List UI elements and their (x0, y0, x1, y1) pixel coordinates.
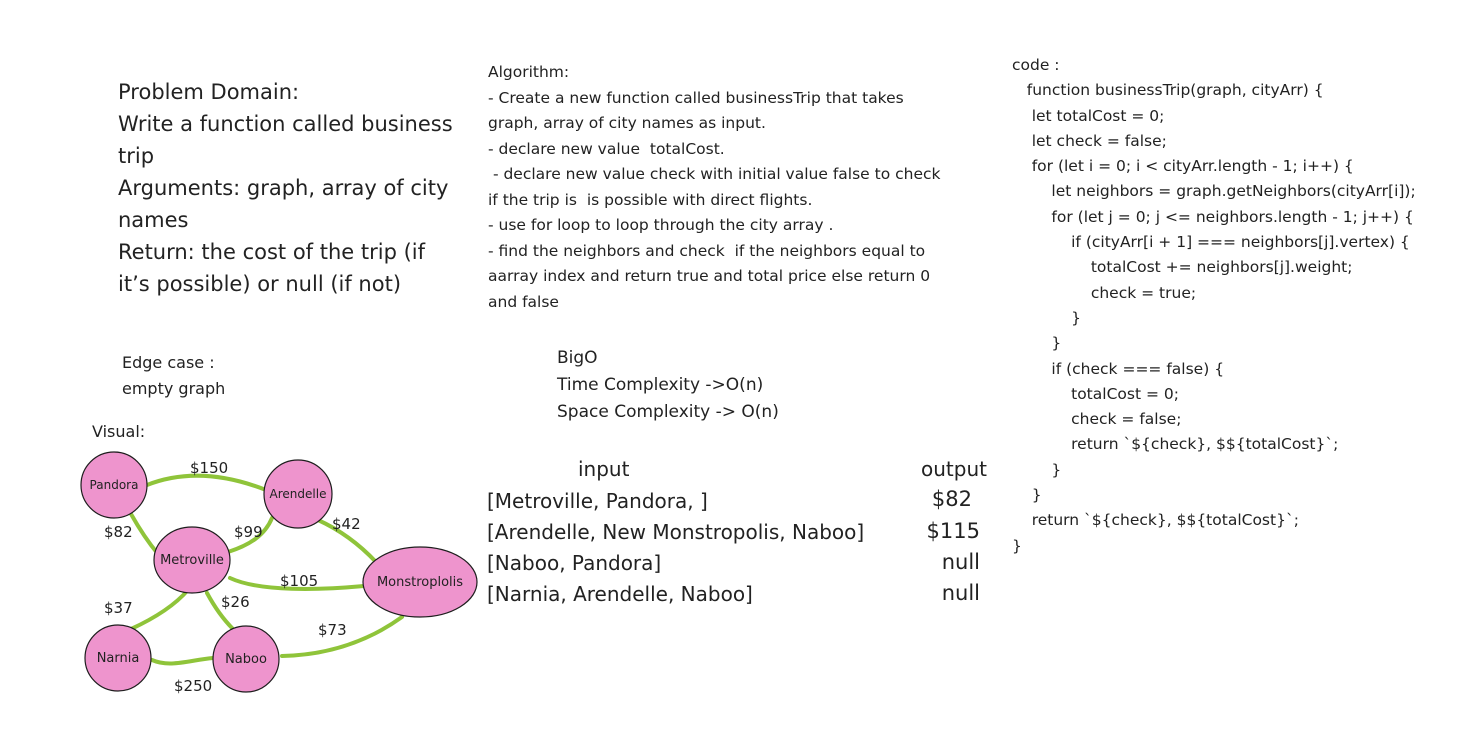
algorithm-line: - Create a new function called businessT… (488, 88, 904, 107)
edge-narnia-naboo (150, 656, 215, 666)
code-line: if (cityArr[i + 1] === neighbors[j].vert… (1012, 233, 1410, 252)
problem-domain-line: Problem Domain: (118, 80, 300, 104)
io-row-input: [Metroville, Pandora, ] (487, 489, 708, 513)
edge-arendelle-metroville (226, 516, 274, 554)
edge-weight-label: $42 (332, 515, 361, 533)
algorithm-line: - find the neighbors and check if the ne… (488, 241, 926, 260)
code-line: check = true; (1012, 283, 1197, 302)
problem-domain-line: trip (118, 144, 155, 168)
edge-metroville-naboo (205, 591, 235, 631)
io-row-input: [Narnia, Arendelle, Naboo] (487, 582, 753, 606)
code-line: for (let j = 0; j <= neighbors.length - … (1012, 207, 1414, 226)
algorithm-line: graph, array of city names as input. (488, 114, 766, 132)
output-header: output (921, 457, 987, 481)
problem-domain-line: names (118, 208, 189, 232)
problem-domain-line: it’s possible) or null (if not) (118, 272, 402, 296)
edge-weight-label: $26 (221, 593, 250, 611)
input-header: input (578, 457, 630, 481)
edge-weight-label: $250 (174, 677, 212, 695)
edge-case-section: Edge case : empty graph (122, 350, 225, 402)
problem-domain-line: Return: the cost of the trip (if (118, 240, 426, 264)
edge-case-value: empty graph (122, 379, 226, 398)
algorithm-section: Algorithm: - Create a new function calle… (488, 60, 993, 315)
node-label-pandora: Pandora (90, 478, 139, 492)
problem-domain-line: Arguments: graph, array of city (118, 176, 449, 200)
node-metroville (153, 526, 231, 594)
problem-domain: Problem Domain: Write a function called … (118, 76, 470, 300)
node-label-metroville: Metroville (160, 553, 224, 568)
code-line: totalCost = 0; (1012, 384, 1179, 403)
edge-case-title: Edge case : (122, 353, 215, 372)
node-label-monstroplolis: Monstroplolis (377, 575, 463, 590)
node-label-arendelle: Arendelle (270, 487, 327, 501)
node-pandora (80, 451, 148, 519)
algorithm-line: Algorithm: (488, 63, 570, 81)
code-line: } (1012, 334, 1062, 353)
code-line: totalCost += neighbors[j].weight; (1012, 258, 1353, 277)
algorithm-line: and false (488, 292, 559, 311)
edge-weight-label: $73 (318, 621, 347, 639)
algorithm-line: if the trip is is possible with direct f… (488, 190, 813, 209)
io-row-output: $115 (926, 519, 980, 543)
code-section: code : function businessTrip(graph, city… (1012, 53, 1474, 559)
edge-pandora-metroville (129, 512, 160, 556)
code-line: function businessTrip(graph, cityArr) { (1012, 81, 1324, 100)
code-line: code : (1012, 56, 1060, 74)
big-o-section: BigO Time Complexity ->O(n) Space Comple… (557, 345, 779, 426)
space-complexity: Space Complexity -> O(n) (557, 402, 779, 422)
code-line: } (1012, 536, 1022, 555)
code-line: let neighbors = graph.getNeighbors(cityA… (1012, 182, 1416, 201)
node-narnia (84, 624, 152, 692)
code-line: let totalCost = 0; (1012, 106, 1165, 125)
algorithm-line: - use for loop to loop through the city … (488, 216, 834, 234)
code-line: return `${check}, $${totalCost}`; (1012, 511, 1299, 530)
io-row-output: null (941, 550, 980, 574)
code-line: return `${check}, $${totalCost}`; (1012, 435, 1339, 454)
algorithm-line: - declare new value check with initial v… (488, 165, 941, 183)
edge-metroville-narnia (129, 588, 190, 631)
io-row-input: [Naboo, Pandora] (487, 551, 662, 575)
code-line: } (1012, 486, 1042, 505)
node-label-narnia: Narnia (97, 651, 140, 666)
code-line: check = false; (1012, 410, 1182, 429)
visual-label: Visual: (92, 422, 146, 441)
time-complexity: Time Complexity ->O(n) (557, 375, 764, 395)
edge-weight-label: $99 (234, 523, 263, 541)
io-row-output: null (941, 581, 980, 605)
node-label-naboo: Naboo (225, 652, 267, 667)
node-arendelle (263, 459, 333, 529)
edge-weight-label: $37 (104, 599, 133, 617)
edge-pandora-arendelle (145, 473, 268, 492)
edge-weight-label: $105 (280, 572, 318, 590)
code-line: for (let i = 0; i < cityArr.length - 1; … (1012, 157, 1354, 176)
edge-metroville-monstroplolis (228, 576, 366, 591)
algorithm-line: - declare new value totalCost. (488, 139, 725, 158)
code-line: } (1012, 460, 1062, 479)
edge-weight-label: $82 (104, 523, 133, 541)
edge-arendelle-monstroplolis (316, 518, 378, 564)
code-line: if (check === false) { (1012, 359, 1225, 378)
problem-domain-line: Write a function called business (118, 112, 453, 136)
io-row-input: [Arendelle, New Monstropolis, Naboo] (487, 520, 865, 544)
io-row-output: $82 (931, 487, 972, 511)
algorithm-line: aarray index and return true and total p… (488, 267, 931, 285)
big-o-title: BigO (557, 348, 598, 368)
code-line: let check = false; (1012, 131, 1167, 150)
node-naboo (212, 625, 280, 693)
edge-monstroplolis-naboo (280, 615, 404, 658)
edge-weight-label: $150 (190, 459, 228, 477)
code-line: } (1012, 308, 1081, 327)
node-monstroplolis (362, 546, 478, 618)
